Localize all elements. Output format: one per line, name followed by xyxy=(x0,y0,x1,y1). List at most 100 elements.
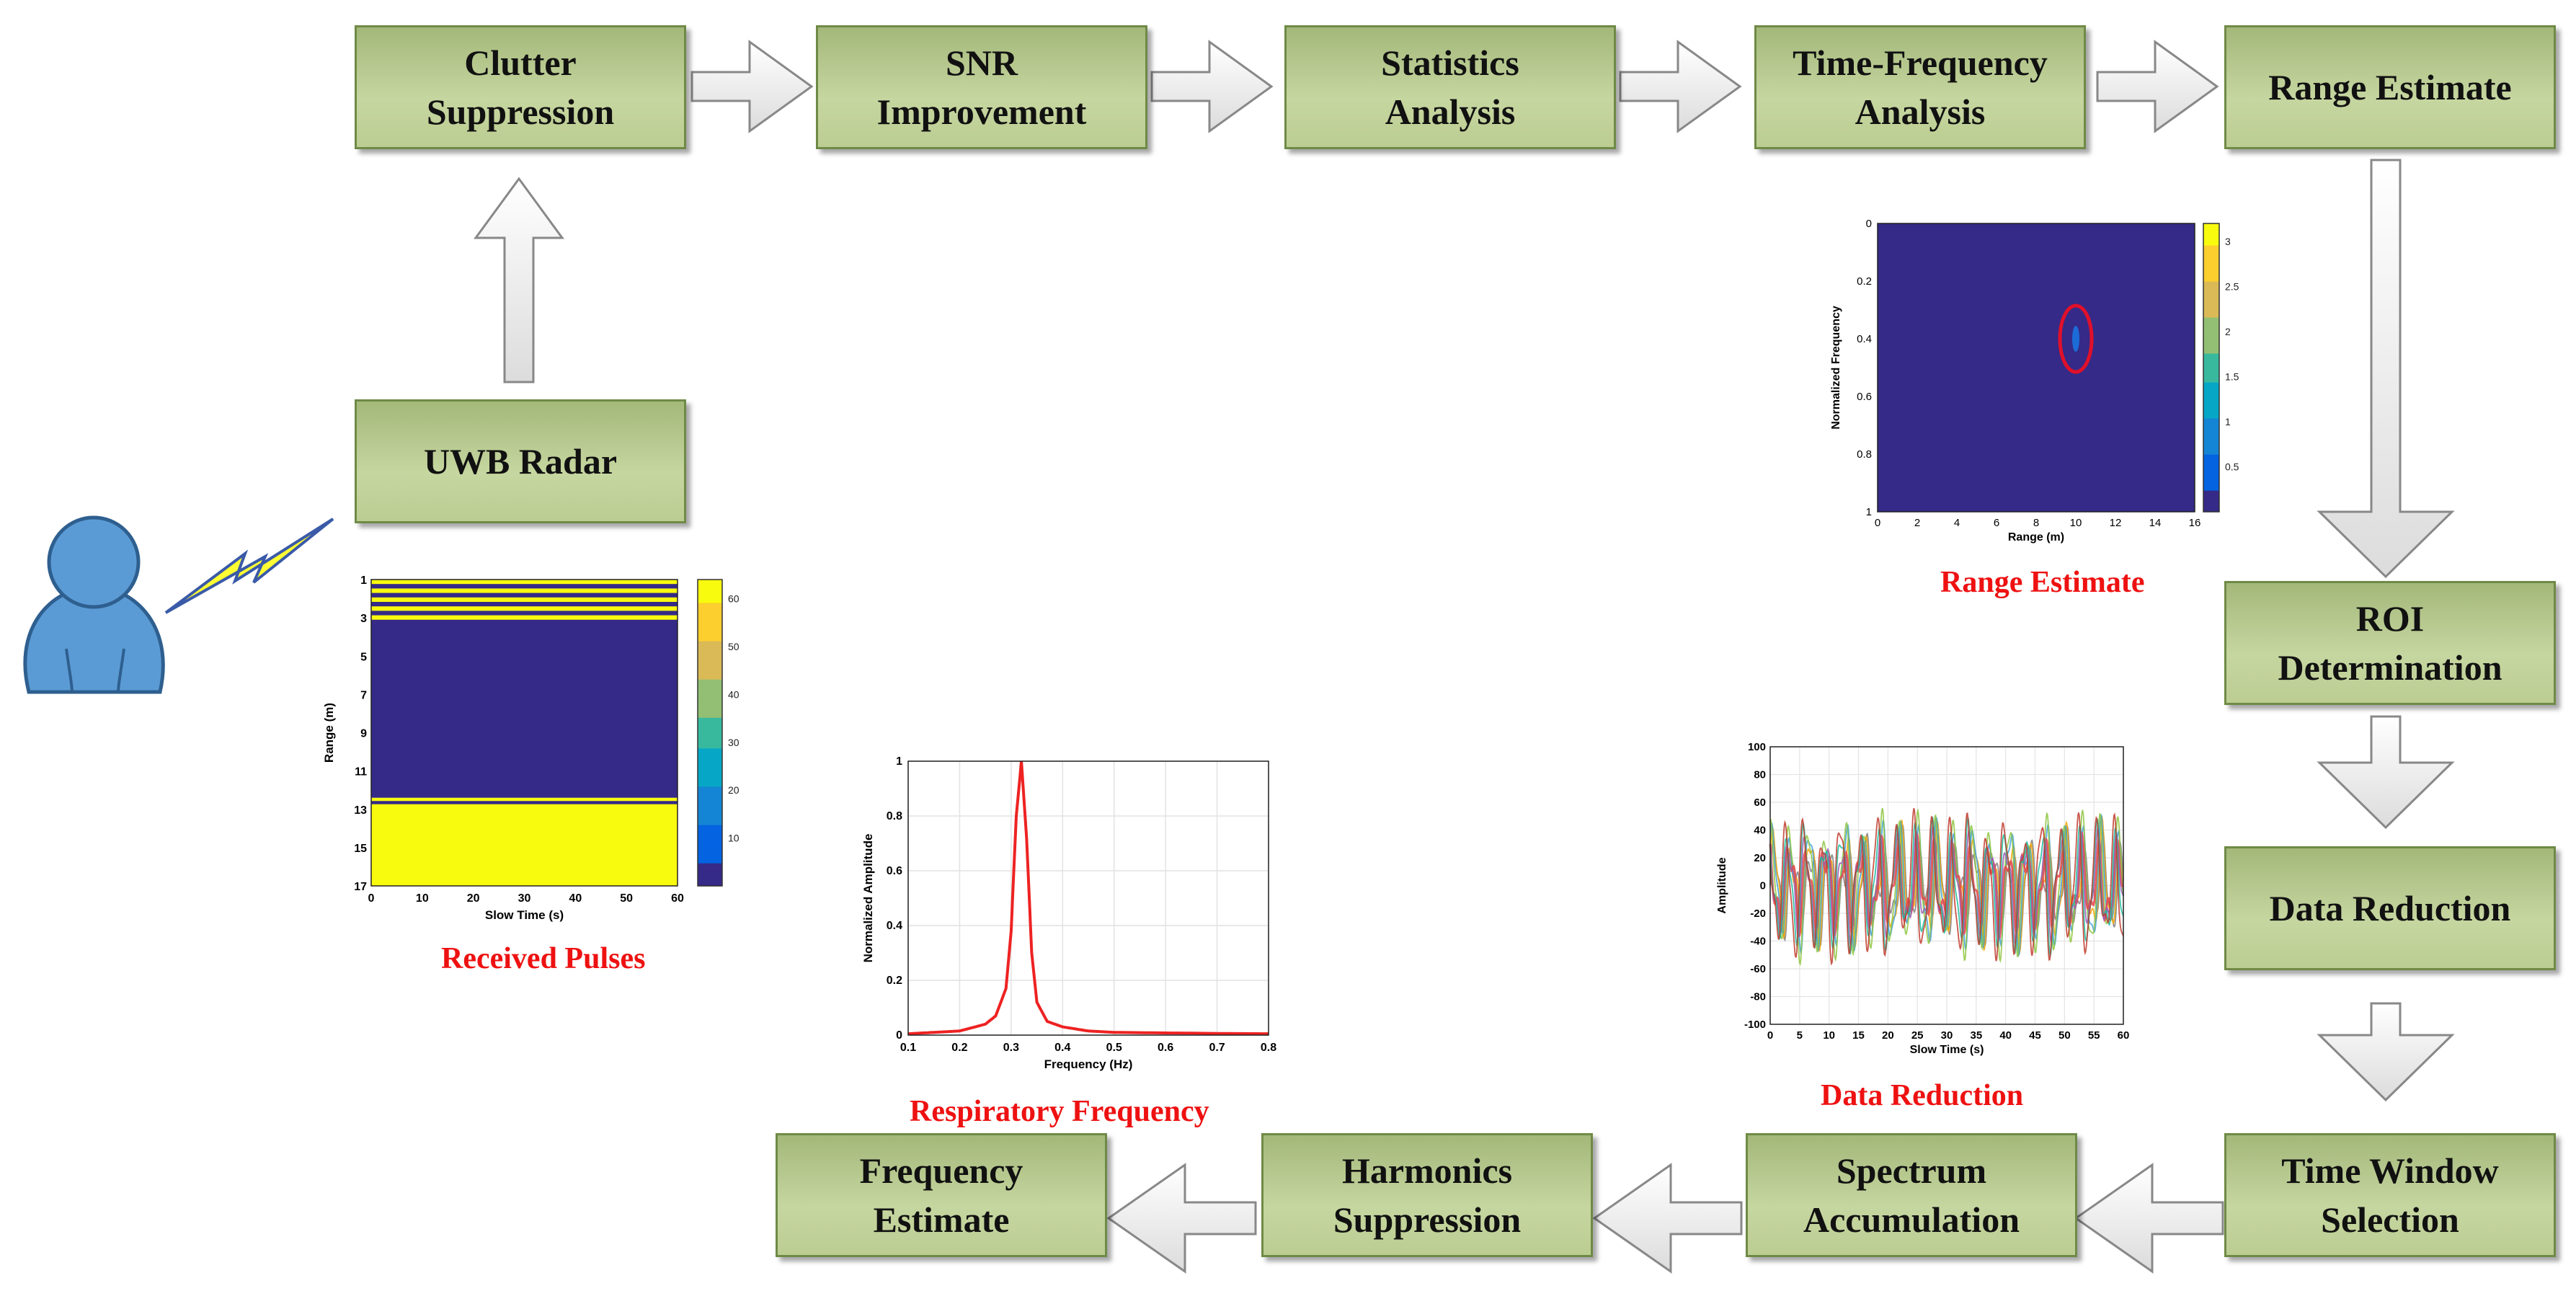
data-reduction-series-line xyxy=(1769,808,2124,966)
range-estimate-colorbar-cell xyxy=(2203,231,2219,239)
data-reduction-frame xyxy=(1769,746,2124,1025)
received-pulses-xtick: 30 xyxy=(518,892,531,905)
received-pulses-colorbar-cell xyxy=(698,747,722,756)
data-reduction-xtick: 20 xyxy=(1882,1029,1894,1042)
range-estimate-colorbar-cell xyxy=(2203,447,2219,455)
respiratory-frequency-xtick: 0.1 xyxy=(900,1042,916,1054)
received-pulses-stripe xyxy=(371,801,678,805)
received-pulses-xtick: 40 xyxy=(569,892,582,905)
data-reduction-ytick: 40 xyxy=(1754,825,1766,837)
received-pulses-colorbar-cell xyxy=(698,840,722,848)
range-estimate-colorbar-cell xyxy=(2203,267,2219,275)
range-estimate-colorbar-cell xyxy=(2203,505,2219,513)
received-pulses-colorbar-cell xyxy=(698,847,722,856)
range-estimate-colorbar-cell xyxy=(2203,238,2219,246)
range-estimate-colorbar-cell xyxy=(2203,418,2219,426)
data-reduction-xtick: 5 xyxy=(1797,1029,1803,1042)
data-reduction-xtick: 15 xyxy=(1852,1029,1865,1042)
data-reduction-ytick: 80 xyxy=(1754,769,1766,781)
uwb-radar-box: UWB Radar xyxy=(355,399,686,523)
range-estimate-xtick: 16 xyxy=(2189,517,2201,529)
received-pulses-colorbar-cell xyxy=(698,625,722,634)
arrow-right-2 xyxy=(1150,40,1274,133)
respiratory-frequency-curve xyxy=(907,760,1269,1036)
range-estimate-xtick: 4 xyxy=(1954,517,1960,529)
range-estimate-box: Range Estimate xyxy=(2224,25,2556,149)
data-reduction-series-line xyxy=(1769,816,2124,958)
range-estimate-colorbar-cell xyxy=(2203,396,2219,404)
statistics-analysis-box: Statistics Analysis xyxy=(1284,25,1616,149)
roi-determination-box: ROI Determination xyxy=(2224,581,2556,705)
range-estimate-colorbar-cell xyxy=(2203,382,2219,390)
received-pulses-colorbar-cell xyxy=(698,656,722,665)
lightning-bolt-icon xyxy=(164,518,334,614)
data-reduction-ytick: 100 xyxy=(1748,741,1766,753)
received-pulses-colorbar-cell xyxy=(698,679,722,688)
range-estimate-colorbar-cell xyxy=(2203,368,2219,376)
range-estimate-ytick: 1 xyxy=(1866,506,1872,518)
received-pulses-colorbar-cell xyxy=(698,602,722,611)
respiratory-frequency-xtick: 0.3 xyxy=(1003,1042,1019,1054)
range-estimate-colorbar-cell xyxy=(2203,281,2219,289)
received-pulses-ytick: 5 xyxy=(360,651,367,663)
received-pulses-colorbar-tick: 30 xyxy=(728,737,740,748)
frequency-estimate-box: Frequency Estimate xyxy=(776,1133,1107,1257)
range-estimate-colorbar-cell xyxy=(2203,375,2219,383)
data-reduction-ytick: -60 xyxy=(1750,963,1766,975)
received-pulses-colorbar-cell xyxy=(698,832,722,840)
range-estimate-colorbar-cell xyxy=(2203,461,2219,469)
arrow-left-2 xyxy=(1592,1163,1743,1274)
arrow-left-3 xyxy=(1106,1163,1257,1274)
respiratory-frequency-ytick: 0.6 xyxy=(887,865,902,877)
time-window-selection-box: Time Window Selection xyxy=(2224,1133,2556,1257)
range-estimate-colorbar-cell xyxy=(2203,497,2219,505)
received-pulses-colorbar-cell xyxy=(698,778,722,787)
received-pulses-colorbar-cell xyxy=(698,641,722,649)
range-estimate-ylabel: Normalized Frequency xyxy=(1830,306,1842,430)
received-pulses-stripe xyxy=(371,584,678,589)
range-estimate-colorbar-cell xyxy=(2203,310,2219,318)
received-pulses-ytick: 3 xyxy=(360,613,367,625)
range-estimate-colorbar-cell xyxy=(2203,404,2219,412)
data-reduction-ytick: 20 xyxy=(1754,852,1766,864)
range-estimate-colorbar-cell xyxy=(2203,245,2219,253)
range-estimate-colorbar-cell xyxy=(2203,454,2219,462)
range-estimate-peak xyxy=(2072,326,2079,352)
received-pulses-colorbar-cell xyxy=(698,580,722,588)
received-pulses-xlabel: Slow Time (s) xyxy=(485,908,564,922)
respiratory-frequency-ytick: 1 xyxy=(896,755,902,768)
range-estimate-colorbar-frame xyxy=(2203,223,2220,513)
range-estimate-xtick: 14 xyxy=(2149,517,2162,529)
data-reduction-caption: Data Reduction xyxy=(1821,1079,2024,1112)
range-estimate-colorbar-cell xyxy=(2203,339,2219,347)
received-pulses-colorbar-cell xyxy=(698,878,722,887)
received-pulses-colorbar-cell xyxy=(698,702,722,711)
received-pulses-colorbar-cell xyxy=(698,771,722,779)
range-estimate-colorbar-cell xyxy=(2203,476,2219,484)
range-estimate-colorbar-cell xyxy=(2203,332,2219,340)
respiratory-frequency-xtick: 0.8 xyxy=(1261,1042,1276,1054)
received-pulses-colorbar-cell xyxy=(698,633,722,642)
received-pulses-stripe xyxy=(371,611,678,616)
range-estimate-xtick: 12 xyxy=(2110,517,2122,529)
received-pulses-colorbar-cell xyxy=(698,587,722,595)
received-pulses-colorbar-cell xyxy=(698,794,722,802)
spectrum-accumulation-box: Spectrum Accumulation xyxy=(1746,1133,2077,1257)
range-estimate-ytick: 0.2 xyxy=(1857,275,1872,288)
respiratory-frequency-xtick: 0.5 xyxy=(1106,1042,1122,1054)
range-estimate-colorbar-cell xyxy=(2203,274,2219,282)
range-estimate-colorbar-tick: 1.5 xyxy=(2225,371,2239,383)
range-estimate-colorbar-cell xyxy=(2203,353,2219,361)
data-reduction-xtick: 35 xyxy=(1970,1029,1982,1042)
range-estimate-colorbar-cell xyxy=(2203,469,2219,476)
received-pulses-colorbar-cell xyxy=(698,802,722,810)
received-pulses-colorbar-cell xyxy=(698,763,722,772)
respiratory-frequency-ytick: 0 xyxy=(896,1029,902,1042)
range-estimate-colorbar-tick: 0.5 xyxy=(2225,461,2239,473)
range-estimate-ytick: 0.4 xyxy=(1857,333,1872,345)
received-pulses-stripe xyxy=(371,797,678,802)
